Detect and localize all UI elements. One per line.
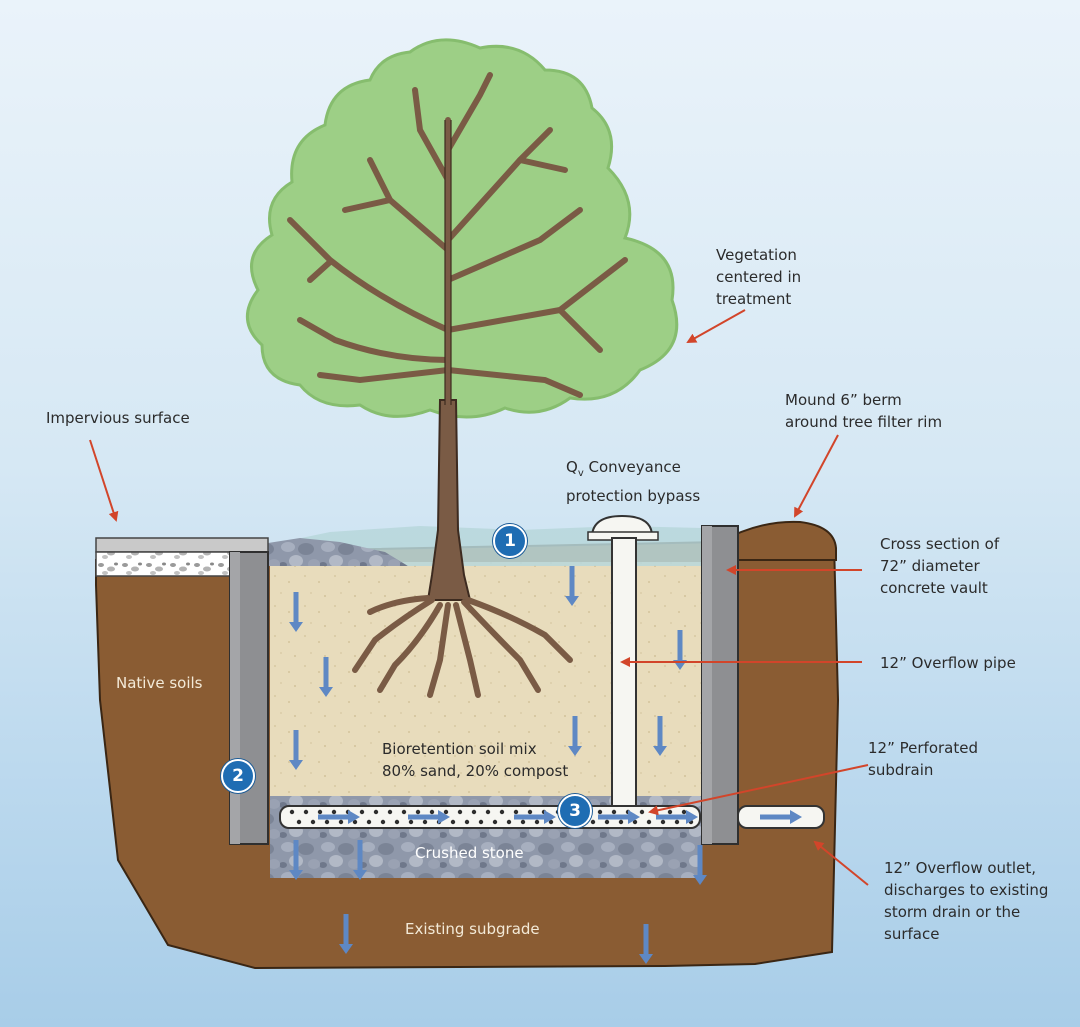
subdrain-perforations: [289, 809, 694, 825]
flow-arrow-right: [598, 810, 640, 824]
perforation-hole: [632, 819, 638, 825]
flow-arrow-down: [289, 840, 303, 880]
perforation-hole: [506, 819, 512, 825]
flow-arrows: [289, 566, 802, 964]
perforation-hole: [331, 809, 337, 815]
perforation-hole: [513, 809, 519, 815]
perforation-hole: [590, 819, 596, 825]
flow-arrow-down: [693, 845, 707, 885]
flow-arrow-down: [565, 566, 579, 606]
label-perforated-subdrain: 12” Perforated subdrain: [868, 739, 978, 779]
perforation-hole: [422, 819, 428, 825]
flow-arrow-down: [673, 630, 687, 670]
tree-roots: [352, 595, 573, 698]
perforation-hole: [667, 809, 673, 815]
label-overflow-pipe: 12” Overflow pipe: [880, 654, 1016, 672]
perforation-hole: [387, 809, 393, 815]
perforation-hole: [646, 819, 652, 825]
perforation-hole: [611, 809, 617, 815]
stone-pile: [268, 538, 408, 566]
flow-arrow-right: [318, 810, 360, 824]
callout-arrows: [89, 309, 869, 886]
perforation-hole: [408, 819, 414, 825]
label-crushed-stone: Crushed stone: [415, 844, 524, 862]
label-cross-section: Cross section of 72” diameter concrete v…: [880, 535, 1000, 597]
label-conveyance-bypass: Qv Conveyance protection bypass: [566, 458, 701, 505]
perforation-hole: [373, 809, 379, 815]
flow-arrow-down: [289, 730, 303, 770]
perforation-hole: [338, 819, 344, 825]
flow-arrow-right: [408, 810, 450, 824]
perforation-hole: [674, 819, 680, 825]
perforation-hole: [485, 809, 491, 815]
label-mound-berm: Mound 6” berm around tree filter rim: [785, 391, 943, 431]
perforation-hole: [681, 809, 687, 815]
berm-mound: [719, 520, 837, 561]
perforation-hole: [310, 819, 316, 825]
flow-arrow-right: [656, 810, 698, 824]
flow-arrow-down: [653, 716, 667, 756]
perforation-hole: [660, 819, 666, 825]
perforation-hole: [289, 809, 295, 815]
label-impervious-surface: Impervious surface: [46, 409, 190, 427]
label-vegetation: Vegetation centered in treatment: [716, 246, 802, 308]
label-overflow-outlet: 12” Overflow outlet, discharges to exist…: [884, 859, 1049, 943]
perforation-hole: [597, 809, 603, 815]
perforation-hole: [352, 819, 358, 825]
perforation-hole: [303, 809, 309, 815]
label-existing-subgrade: Existing subgrade: [405, 920, 540, 938]
flow-arrow-down: [289, 592, 303, 632]
perforation-hole: [639, 809, 645, 815]
impervious-slab: [95, 537, 269, 553]
badge-2: 2: [221, 759, 255, 793]
perforation-hole: [457, 809, 463, 815]
perforation-hole: [415, 809, 421, 815]
perforation-hole: [478, 819, 484, 825]
perforation-hole: [548, 819, 554, 825]
tree-trunk: [426, 399, 472, 601]
perforation-hole: [401, 809, 407, 815]
flow-arrow-down: [353, 840, 367, 880]
perforation-hole: [394, 819, 400, 825]
overflow-standpipe: [611, 537, 637, 829]
flow-arrow-right: [760, 810, 802, 824]
flow-arrow-down: [319, 657, 333, 697]
flow-arrow-down: [339, 914, 353, 954]
tree-branches: [287, 72, 628, 408]
perforation-hole: [527, 809, 533, 815]
perforation-hole: [520, 819, 526, 825]
flow-arrow-right: [514, 810, 556, 824]
perforation-hole: [359, 809, 365, 815]
perforation-hole: [443, 809, 449, 815]
perforation-hole: [534, 819, 540, 825]
overflow-cap: [590, 514, 654, 537]
perforation-hole: [429, 809, 435, 815]
perforation-hole: [492, 819, 498, 825]
perforation-hole: [366, 819, 372, 825]
flow-arrow-down: [639, 924, 653, 964]
badge-1: 1: [493, 524, 527, 558]
flow-arrow-down: [568, 716, 582, 756]
perforation-hole: [499, 809, 505, 815]
perforation-hole: [450, 819, 456, 825]
perforation-hole: [296, 819, 302, 825]
perforation-hole: [324, 819, 330, 825]
perforation-hole: [464, 819, 470, 825]
perforation-hole: [317, 809, 323, 815]
badge-3: 3: [558, 794, 592, 828]
perforation-hole: [604, 819, 610, 825]
label-bioretention-mix: Bioretention soil mix 80% sand, 20% comp…: [382, 740, 569, 780]
perforation-hole: [471, 809, 477, 815]
perforation-hole: [380, 819, 386, 825]
label-native-soils: Native soils: [116, 674, 203, 692]
perforation-hole: [618, 819, 624, 825]
